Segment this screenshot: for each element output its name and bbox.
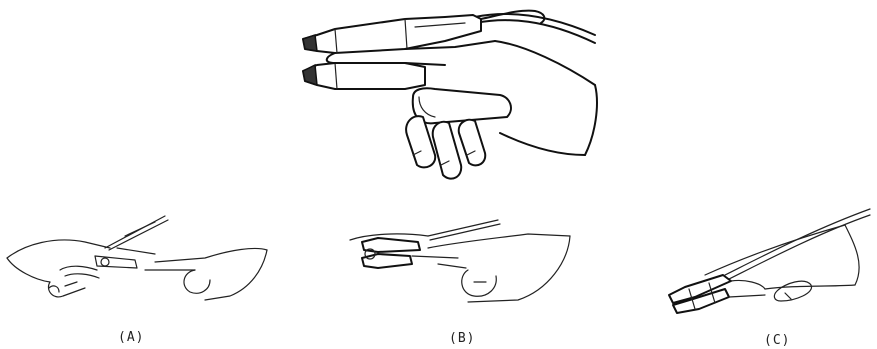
main-finger-sensor-svg	[295, 5, 605, 185]
main-finger-sensor-illustration	[295, 5, 605, 185]
figure-c-caption: (C)	[764, 333, 790, 348]
figure-a-svg	[5, 210, 270, 305]
figure-b-svg	[348, 212, 578, 307]
figure-c-illustration	[665, 205, 875, 315]
figure-a-caption: (A)	[118, 330, 144, 345]
figure-b-illustration	[348, 212, 578, 307]
figure-a-illustration	[5, 210, 270, 305]
figure-b-caption: (B)	[449, 331, 475, 346]
figure-c-svg	[665, 205, 875, 315]
